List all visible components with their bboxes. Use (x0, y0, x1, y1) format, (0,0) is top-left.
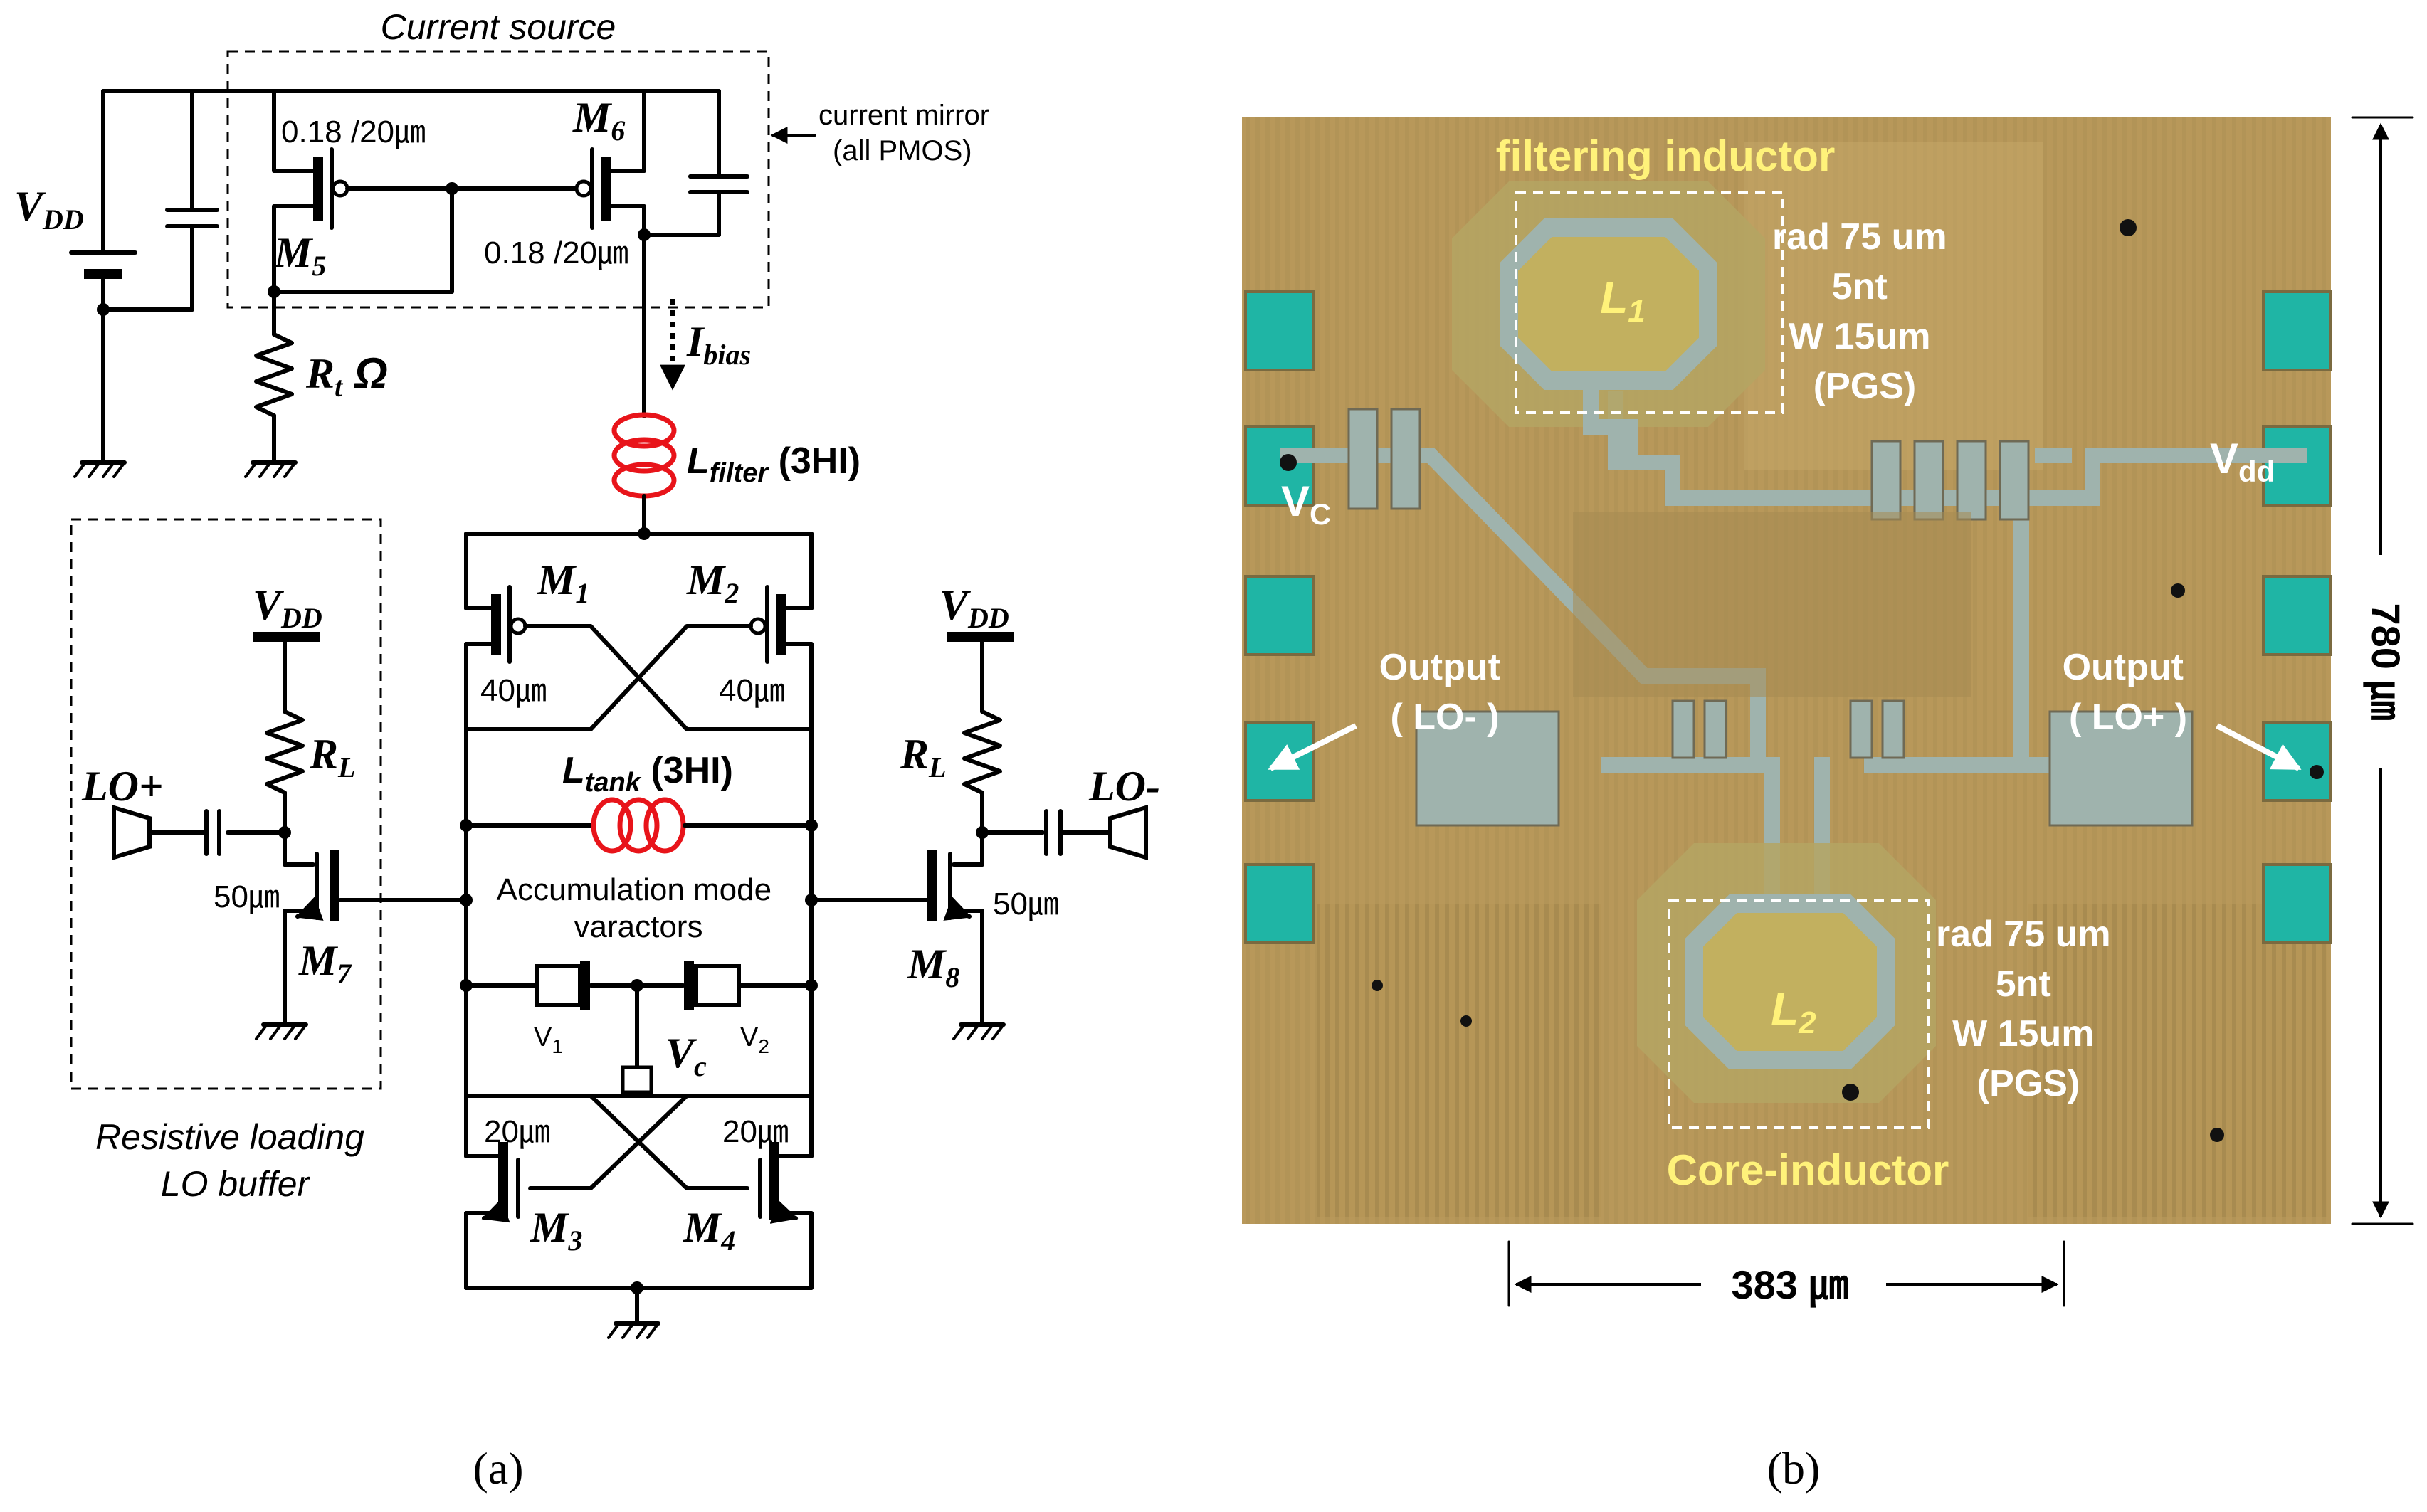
resistor-rl-left (265, 635, 305, 835)
height-dim-label: 780 ㎛ (2362, 603, 2408, 721)
height-dimension: 780 ㎛ (2351, 116, 2414, 1225)
vdd-right-label: VDD (939, 581, 1009, 634)
lo-buffer-box (70, 518, 382, 1090)
output-right-label: Output ( LO+ ) (2063, 647, 2194, 738)
schematic-panel: Current source current mirror (all PMOS)… (14, 7, 1160, 1494)
resistor-rt (244, 290, 298, 478)
transistor-m3 (464, 1142, 520, 1290)
width-dim-label: 383 ㎛ (1732, 1262, 1849, 1309)
transistor-m8 (927, 830, 1006, 1040)
mirror-capacitor (642, 174, 749, 237)
l2-label: L2 (1771, 983, 1816, 1040)
caption-a: (a) (473, 1443, 523, 1494)
m7-size: 50㎛ (214, 879, 280, 914)
current-mirror-label: current mirror (all PMOS) (818, 100, 997, 166)
inductor-l2 (1685, 894, 1895, 1069)
transistor-m1 (464, 585, 527, 828)
l1-dashed-box (1515, 191, 1784, 414)
ground-tank (607, 1286, 660, 1339)
metal-routing (1280, 391, 2307, 926)
ibias-label: Ibias (686, 318, 751, 371)
bypass-capacitor (101, 204, 219, 312)
l1-label: L1 (1600, 272, 1646, 329)
v1-label: V1 (534, 1022, 563, 1057)
capacitor-banks (1347, 408, 2194, 827)
chip-vdd-label: Vdd (2210, 435, 2275, 488)
m2-label: M2 (686, 556, 739, 609)
inductor-l1 (1500, 218, 1717, 390)
current-source-label: Current source (381, 7, 616, 47)
rl-left-label: RL (309, 731, 355, 783)
lo-plus-coupling-cap (112, 804, 221, 861)
lo-minus-label: LO- (1088, 763, 1160, 810)
output-right-arrow (2216, 723, 2302, 771)
caption-b: (b) (1767, 1443, 1821, 1494)
transistor-m2 (749, 585, 814, 828)
ltank-label: Ltank (3HI) (562, 750, 733, 798)
vc-schematic-label: Vc (665, 1030, 707, 1082)
transistor-m4 (758, 1142, 814, 1290)
varactor-pair (464, 961, 814, 1094)
v2-label: V2 (740, 1022, 769, 1057)
chip-panel: L1 filtering inductor rad 75 um 5nt W 15… (1242, 116, 2414, 1494)
transistor-m7 (255, 830, 339, 1040)
l2-dashed-box (1668, 899, 1930, 1129)
width-dimension: 383 ㎛ (1507, 1240, 2065, 1309)
m7-label: M7 (298, 937, 352, 990)
chip-vc-label: VC (1281, 477, 1331, 531)
vdd-battery (69, 250, 137, 465)
varactor-label: Accumulation mode varactors (497, 872, 781, 944)
vdd-main-label: VDD (14, 183, 84, 236)
m5-size: 0.18 /20㎛ (281, 115, 426, 149)
rl-right-label: RL (900, 731, 946, 783)
m4-size: 20㎛ (722, 1114, 789, 1149)
lo-plus-label: LO+ (81, 763, 163, 810)
l2-spec: rad 75 um 5nt W 15um (PGS) (1936, 914, 2121, 1104)
m3-size: 20㎛ (484, 1114, 550, 1149)
m5-label: M5 (273, 229, 326, 282)
m8-size: 50㎛ (993, 887, 1059, 921)
lfilter-label: Lfilter (3HI) (687, 440, 860, 488)
m6-size: 0.18 /20㎛ (484, 236, 628, 270)
l1-spec: rad 75 um 5nt W 15um (PGS) (1772, 216, 1957, 407)
die-specks (1280, 219, 2324, 1142)
output-left-label: Output ( LO- ) (1379, 647, 1511, 738)
rt-label: Rt Ω (305, 349, 388, 403)
vdd-left-label: VDD (253, 581, 322, 634)
lo-minus-coupling-cap (1044, 804, 1148, 861)
m3-label: M3 (530, 1204, 582, 1257)
m8-label: M8 (907, 941, 959, 993)
transistor-m6 (574, 89, 646, 237)
current-source-box (226, 50, 770, 309)
inductor-lfilter (611, 412, 677, 499)
m1-label: M1 (537, 556, 589, 609)
m6-label: M6 (572, 94, 625, 147)
inductor-ltank (591, 797, 686, 854)
resistor-rl-right (962, 635, 1002, 835)
core-inductor-label: Core-inductor (1667, 1146, 1949, 1194)
buffer-label: Resistive loading LO buffer (95, 1117, 374, 1204)
ground-left (73, 460, 127, 478)
m4-label: M4 (683, 1204, 735, 1257)
output-left-arrow (1268, 723, 1357, 771)
m1-size: 40㎛ (480, 673, 547, 708)
filtering-inductor-label: filtering inductor (1496, 132, 1836, 180)
transistor-m5 (272, 89, 349, 294)
m2-size: 40㎛ (719, 673, 785, 708)
